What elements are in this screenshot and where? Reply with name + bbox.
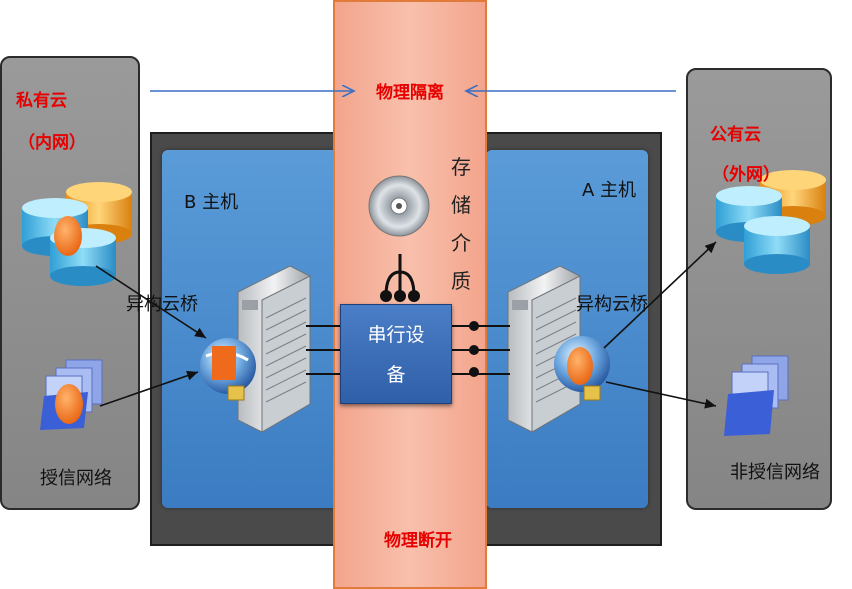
serial-device-label-line2: 备 (386, 364, 406, 386)
arrow-host-a-to-db (603, 241, 717, 349)
host-b-bridge-globe-icon (200, 338, 256, 401)
serial-wires-left (306, 325, 340, 375)
public-database-icon (716, 170, 826, 274)
private-folders-icon (40, 359, 103, 430)
storage-media-label: 存 储 介 质 (448, 148, 474, 300)
public-cloud-subtitle: （外网） (712, 165, 780, 185)
host-a-bridge-label: 异构云桥 (576, 294, 648, 315)
host-a-bridge-globe-icon (554, 336, 610, 401)
host-a-title: A 主机 (582, 180, 637, 201)
disc-icon (368, 175, 430, 237)
serial-wire-dots-right (469, 321, 479, 377)
physical-disconnect-label: 物理断开 (384, 531, 452, 551)
storage-connector (380, 254, 420, 302)
host-b-title: B 主机 (184, 192, 239, 213)
private-cloud-title: 私有云 (16, 91, 67, 111)
private-cloud-subtitle: （内网） (18, 133, 86, 153)
private-database-icon (22, 182, 132, 286)
public-cloud-title: 公有云 (710, 125, 761, 145)
host-b-bridge-label: 异构云桥 (126, 294, 198, 315)
arrow-db-to-host-b (95, 265, 207, 339)
serial-device-label-line1: 串行设 (367, 324, 425, 346)
public-cloud-panel (686, 68, 832, 510)
serial-device-box: 串行设 备 (340, 304, 452, 404)
untrusted-network-label: 非授信网络 (730, 462, 820, 483)
host-b-server-icon (237, 265, 311, 433)
storage-media-char: 存 (451, 155, 471, 179)
storage-media-char: 储 (451, 193, 471, 217)
serial-wires-right (450, 325, 510, 375)
physical-isolation-label: 物理隔离 (376, 83, 444, 103)
trusted-network-label: 授信网络 (40, 468, 112, 489)
arrow-host-a-to-folders (605, 381, 717, 409)
arrow-folders-to-host-b (99, 370, 199, 407)
public-folders-icon (724, 355, 789, 436)
storage-media-char: 质 (451, 269, 471, 293)
storage-media-char: 介 (451, 231, 471, 255)
